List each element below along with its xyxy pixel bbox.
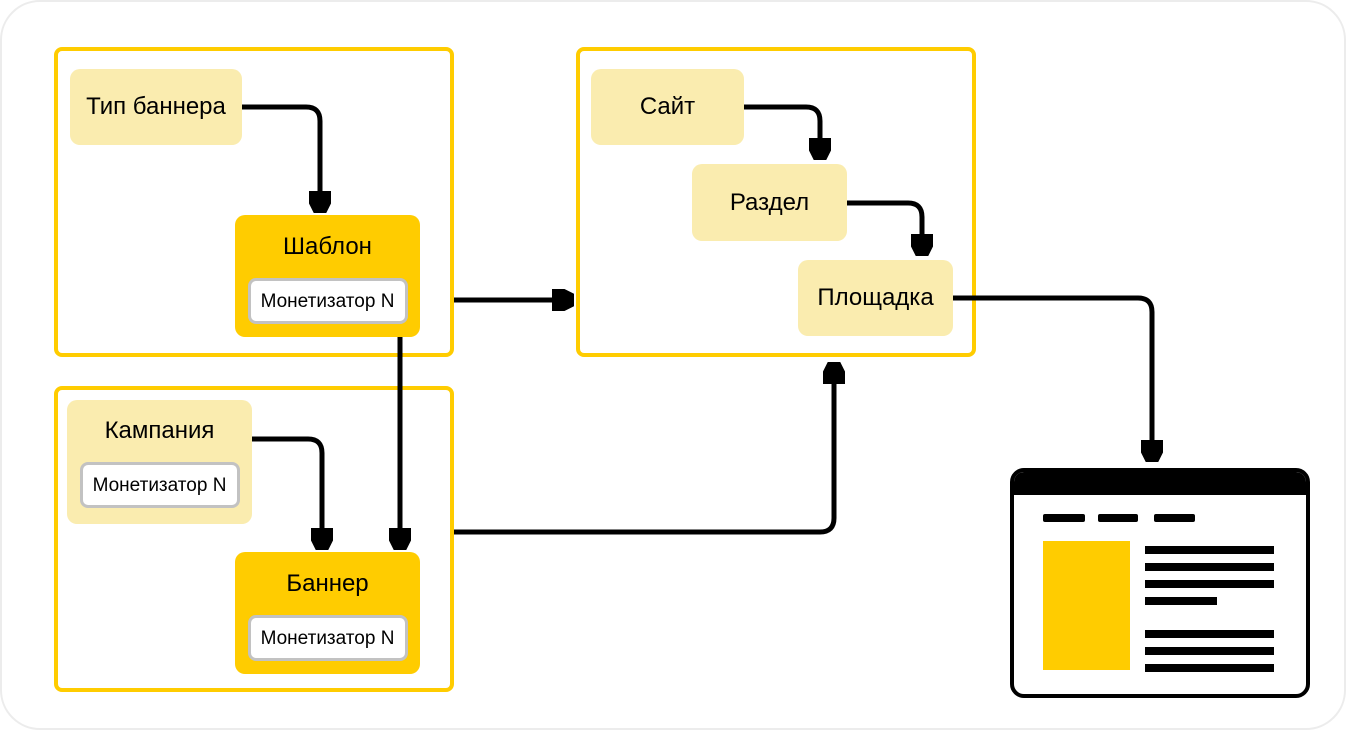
text-line-placeholder	[1145, 630, 1274, 638]
ad-banner-placeholder	[1043, 541, 1130, 670]
node-campaign-label: Кампания	[104, 417, 215, 444]
nav-link-placeholder	[1098, 514, 1138, 522]
node-banner-type-label: Тип баннера	[86, 93, 226, 120]
node-section: Раздел	[692, 164, 847, 241]
node-placement-label: Площадка	[817, 284, 934, 311]
text-line-placeholder	[1145, 664, 1274, 672]
node-banner-label: Баннер	[286, 569, 369, 597]
node-site: Сайт	[591, 69, 744, 145]
node-campaign: Кампания Монетизатор N	[67, 400, 252, 524]
browser-page-with-ad-icon	[1010, 468, 1310, 698]
arrow-banner-group-to-site-group	[454, 364, 834, 535]
node-section-label: Раздел	[729, 188, 810, 216]
node-banner-type: Тип баннера	[70, 69, 242, 145]
text-line-placeholder	[1145, 597, 1217, 605]
node-placement: Площадка	[798, 260, 953, 336]
node-template-label: Шаблон	[283, 232, 372, 260]
text-line-placeholder	[1145, 546, 1274, 554]
node-template: Шаблон Монетизатор N	[235, 215, 420, 337]
monetizer-chip-label: Монетизатор N	[260, 627, 395, 649]
node-site-label: Сайт	[639, 93, 696, 120]
monetizer-chip-label: Монетизатор N	[260, 290, 395, 312]
node-banner: Баннер Монетизатор N	[235, 552, 420, 674]
arrow-placement-to-page	[952, 295, 1152, 460]
nav-link-placeholder	[1154, 514, 1195, 522]
text-line-placeholder	[1145, 580, 1274, 588]
monetizer-chip-banner: Монетизатор N	[247, 615, 408, 661]
monetizer-chip-template: Монетизатор N	[247, 278, 408, 324]
browser-header-bar	[1014, 472, 1306, 495]
text-line-placeholder	[1145, 647, 1274, 655]
monetizer-chip-campaign: Монетизатор N	[79, 462, 240, 508]
nav-link-placeholder	[1043, 514, 1085, 522]
monetizer-chip-label: Монетизатор N	[92, 474, 227, 496]
text-line-placeholder	[1145, 563, 1274, 571]
